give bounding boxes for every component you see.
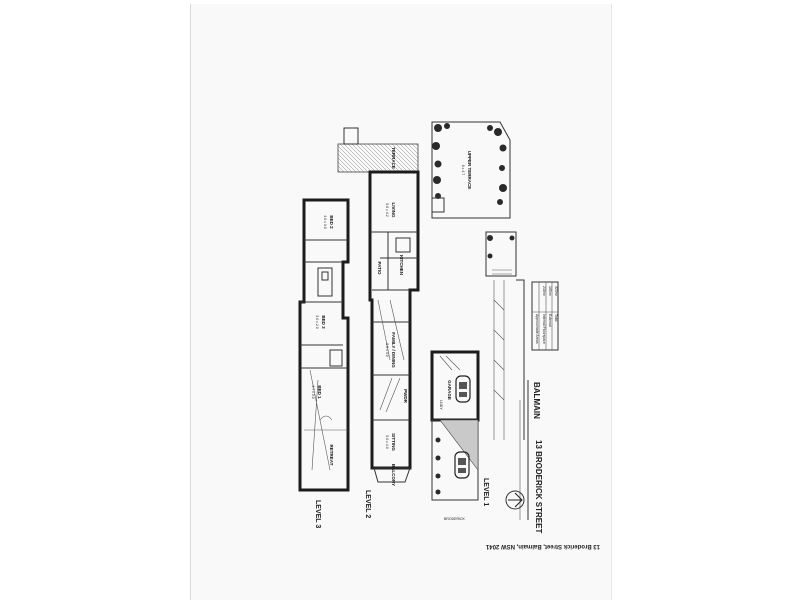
sitting-dim: 5.0 x 4.0	[385, 435, 389, 448]
lane-label: BRODERICK	[444, 517, 465, 521]
area-row-1-label: Internal Floorspace	[542, 314, 546, 344]
side-path	[485, 231, 525, 440]
trees	[432, 123, 507, 205]
pwdr-label: PWDR	[403, 389, 408, 403]
bed-2-dim: 4.0 x 3.0	[323, 215, 327, 228]
car-icon-driveway	[454, 451, 470, 479]
living-label: LIVING	[391, 202, 396, 218]
level-1-title: LEVEL 1	[482, 478, 489, 506]
terrace-area	[337, 143, 419, 173]
area-table: Approximate Areas Internal Floorspace Ex…	[531, 281, 559, 351]
street-frontage: BALMAIN 13 BRODERICK STREET	[505, 380, 543, 533]
upper-terrace-plan: UPPER TERRACE 8 x 4.7	[431, 121, 511, 219]
car-icon-garage	[455, 375, 471, 403]
retreat-label: RETREAT	[329, 445, 334, 466]
level-1-plan: GARAGE LNDY LEVEL 1 BRODERICK	[430, 350, 489, 521]
balcony-label: BALCONY	[391, 464, 396, 486]
level-3-title: LEVEL 3	[314, 500, 321, 528]
patio-label: PATIO	[377, 261, 382, 275]
bed-3-label: BED 3	[321, 315, 326, 329]
area-row-2-label: External	[548, 314, 552, 327]
bed-1-dim: 4.7 x 3.0	[311, 385, 315, 398]
family-dim: 6.6 x 4.0	[385, 343, 389, 356]
street-name-label: 13 BRODERICK STREET	[534, 440, 543, 533]
bed-1-label: BED 1	[317, 385, 322, 399]
level-3-plan: BED 2 4.0 x 3.0 BED 3 3.0 x 2.0 BED 1 4.…	[298, 198, 350, 528]
kitchen-label: KITCHEN	[399, 255, 404, 275]
upper-terrace-dim: 8 x 4.7	[461, 165, 465, 176]
area-row-0-label: Approximate Areas	[535, 314, 539, 344]
bed-3-dim: 3.0 x 2.0	[315, 315, 319, 328]
level-2-title: LEVEL 2	[364, 490, 371, 518]
area-row-3-value: 323m²	[554, 286, 558, 297]
living-dim: 5.6 x 4.2	[385, 203, 389, 216]
bed-2-label: BED 2	[329, 215, 334, 229]
terrace-label: TERRACE	[391, 147, 396, 169]
document-page	[190, 4, 612, 600]
family-label: FAMILY / DINING	[391, 332, 396, 368]
garage-label: GARAGE	[447, 380, 452, 400]
upper-terrace-label: UPPER TERRACE	[467, 151, 472, 190]
suburb-label: BALMAIN	[532, 382, 541, 419]
north-arrow-icon	[505, 490, 525, 510]
level-2-plan: TERRACE LIVING 5.6 x 4.2 KITCHEN PATIO F…	[337, 127, 420, 518]
area-row-1-value: 218m²	[542, 286, 546, 297]
address-caption: 13 Broderick Street, Balmain, NSW 2041	[485, 543, 600, 549]
sitting-label: SITTING	[391, 433, 396, 451]
area-row-2-value: 105m²	[548, 286, 552, 297]
laundry-label: LNDY	[439, 400, 443, 410]
area-row-3-label: Total	[554, 314, 558, 322]
